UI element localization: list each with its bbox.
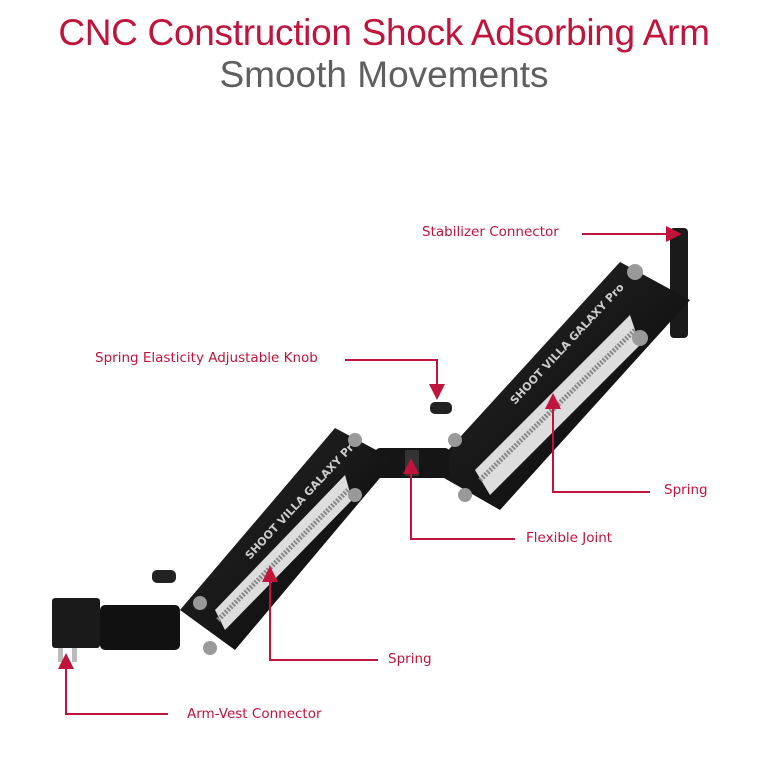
callout-spring-upper: Spring [664,482,708,498]
callout-lines [58,226,682,715]
lower-spring [216,488,350,622]
callout-arm-vest-connector: Arm-Vest Connector [187,706,322,722]
adjust-knob-lower [152,570,176,583]
pivot-bolt [348,433,362,447]
callout-adjustable-knob: Spring Elasticity Adjustable Knob [95,350,318,366]
page-subtitle: Smooth Movements [219,54,549,95]
clamp-hinge [100,605,180,650]
clamp-pin [72,648,77,662]
clamp-pin [58,648,63,662]
upper-spring [478,328,637,482]
arm-vest-clamp [52,598,100,648]
page-title: CNC Construction Shock Adsorbing Arm [58,12,710,53]
pivot-bolt [448,433,462,447]
stabilizer-post [670,228,688,338]
pivot-bolt [627,264,643,280]
callout-spring-lower: Spring [388,651,432,667]
pivot-bolt [203,641,217,655]
adjust-knob [430,402,452,414]
pivot-bolt [458,488,472,502]
pivot-bolt [348,488,362,502]
pivot-bolt [193,596,207,610]
callout-stabilizer-connector: Stabilizer Connector [422,224,559,240]
callout-flexible-joint: Flexible Joint [526,530,613,546]
pivot-bolt [632,330,648,346]
